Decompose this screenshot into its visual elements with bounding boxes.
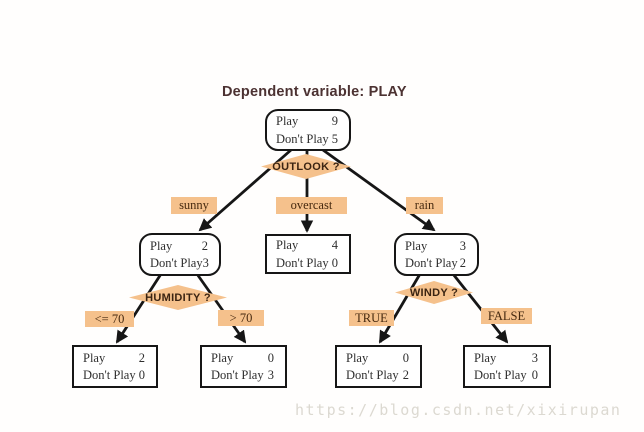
diagram-title: Dependent variable: PLAY <box>222 84 407 100</box>
class-label: Play <box>83 350 106 365</box>
class-count: 0 <box>267 350 274 365</box>
node-overcast: Play 4 Don't Play 0 <box>265 234 351 274</box>
class-label: Don't Play <box>211 368 264 382</box>
decision-humidity-label: HUMIDITY ? <box>145 291 211 304</box>
class-label: Play <box>276 238 299 253</box>
count-row: Don't Play 0 <box>74 367 156 383</box>
class-count: 2 <box>138 350 145 365</box>
class-label: Don't Play <box>83 368 136 382</box>
class-label: Don't Play <box>276 131 329 146</box>
class-label: Play <box>346 350 369 365</box>
node-windy-false: Play 3 Don't Play 0 <box>463 345 551 388</box>
class-count: 3 <box>267 368 274 382</box>
branch-label-humidity-le70: <= 70 <box>85 311 134 327</box>
class-count: 3 <box>531 350 538 365</box>
count-row: Don't Play 2 <box>337 367 420 383</box>
class-label: Play <box>474 350 497 365</box>
class-label: Don't Play <box>405 256 458 270</box>
decision-windy: WINDY ? <box>395 281 473 304</box>
decision-windy-label: WINDY ? <box>409 286 459 299</box>
class-label: Play <box>405 238 428 253</box>
class-label: Play <box>211 350 234 365</box>
class-count: 0 <box>531 368 538 382</box>
count-row: Don't Play 3 <box>141 255 219 271</box>
class-count: 3 <box>202 256 209 270</box>
class-count: 0 <box>138 368 145 382</box>
node-sunny: Play 2 Don't Play 3 <box>139 233 221 276</box>
count-row: Play 3 <box>396 238 477 254</box>
count-row: Play 9 <box>267 113 349 129</box>
class-count: 2 <box>201 238 208 253</box>
count-row: Don't Play 0 <box>267 255 349 271</box>
count-row: Play 2 <box>74 350 156 366</box>
class-label: Don't Play <box>276 255 329 270</box>
branch-label-rain: rain <box>406 197 443 214</box>
class-label: Play <box>276 114 299 129</box>
class-count: 9 <box>331 114 338 129</box>
branch-label-overcast: overcast <box>276 197 347 214</box>
branch-label-windy-false: FALSE <box>481 308 532 324</box>
count-row: Play 0 <box>202 350 285 366</box>
count-row: Don't Play 3 <box>202 367 285 383</box>
class-count: 5 <box>331 131 338 146</box>
branch-label-sunny: sunny <box>171 197 217 214</box>
decision-humidity: HUMIDITY ? <box>129 285 227 310</box>
count-row: Don't Play 2 <box>396 255 477 271</box>
class-label: Don't Play <box>474 368 527 382</box>
node-root: Play 9 Don't Play 5 <box>265 109 351 151</box>
branch-label-windy-true: TRUE <box>349 310 394 326</box>
class-label: Don't Play <box>346 368 399 382</box>
count-row: Play 0 <box>337 350 420 366</box>
node-rain: Play 3 Don't Play 2 <box>394 233 479 276</box>
class-count: 0 <box>331 255 338 270</box>
watermark-url: https://blog.csdn.net/xixirupan <box>295 401 622 419</box>
count-row: Play 3 <box>465 350 549 366</box>
node-humidity-le70: Play 2 Don't Play 0 <box>72 345 158 388</box>
class-count: 2 <box>459 256 466 270</box>
decision-outlook: OUTLOOK ? <box>261 154 351 179</box>
class-count: 2 <box>402 368 409 382</box>
class-count: 3 <box>459 238 466 253</box>
count-row: Don't Play 5 <box>267 131 349 147</box>
branch-label-humidity-gt70: > 70 <box>218 310 264 326</box>
count-row: Play 4 <box>267 237 349 253</box>
count-row: Play 2 <box>141 238 219 254</box>
class-count: 4 <box>331 238 338 253</box>
class-count: 0 <box>402 350 409 365</box>
decision-outlook-label: OUTLOOK ? <box>272 160 340 173</box>
node-windy-true: Play 0 Don't Play 2 <box>335 345 422 388</box>
count-row: Don't Play 0 <box>465 367 549 383</box>
class-label: Don't Play <box>150 256 203 270</box>
node-humidity-gt70: Play 0 Don't Play 3 <box>200 345 287 388</box>
class-label: Play <box>150 238 173 253</box>
